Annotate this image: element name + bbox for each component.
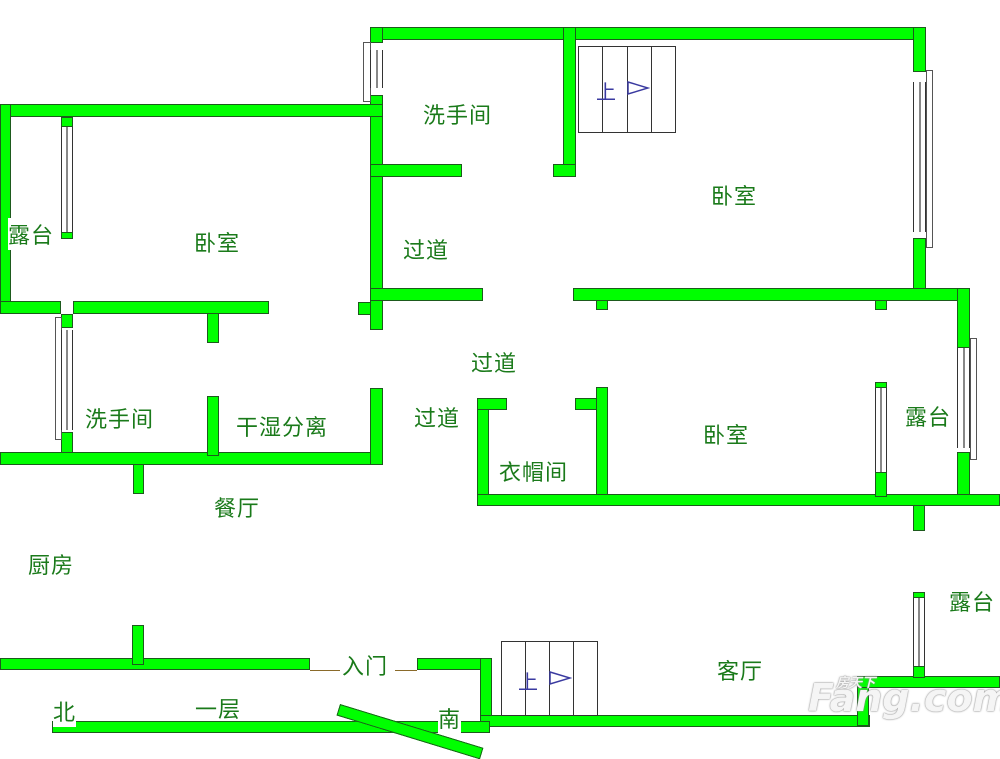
wall: [370, 164, 462, 177]
wall: [553, 164, 576, 177]
stair-up-label: 上: [518, 670, 538, 694]
stair-up-label: 上: [596, 80, 616, 104]
wall: [477, 398, 489, 506]
window-frame: [970, 338, 977, 460]
wall: [857, 676, 1000, 688]
window: [61, 127, 73, 232]
wall: [913, 666, 925, 678]
wall: [596, 300, 608, 310]
wall: [480, 658, 492, 718]
wall: [0, 301, 61, 314]
wall: [207, 313, 219, 343]
wall: [913, 592, 925, 598]
room-label-balcony-w: 露台: [8, 218, 55, 250]
stair-arrow-icon: [549, 670, 572, 686]
room-label-closet: 衣帽间: [499, 461, 569, 486]
wall: [0, 104, 383, 117]
window-frame: [926, 70, 933, 248]
wall: [61, 232, 73, 239]
wall: [370, 27, 383, 43]
wall: [61, 314, 73, 328]
room-label-corridor-2: 过道: [471, 352, 518, 377]
compass-south-label: 南: [438, 702, 462, 734]
watermark-sub: 房天下: [836, 676, 876, 691]
room-label-dry-wet: 干湿分离: [236, 416, 329, 441]
wall: [370, 288, 483, 301]
wall: [133, 464, 144, 494]
window: [370, 50, 383, 88]
room-label-bedroom-e: 卧室: [703, 424, 750, 449]
wall: [370, 27, 926, 40]
wall: [875, 472, 887, 497]
window: [875, 388, 887, 472]
window: [957, 348, 970, 448]
entrance-threshold: [395, 670, 417, 671]
room-label-kitchen: 厨房: [28, 554, 75, 579]
room-label-bedroom-nw: 卧室: [194, 232, 241, 257]
wall: [0, 104, 11, 314]
window: [913, 82, 926, 232]
window: [61, 330, 73, 430]
wall: [0, 658, 310, 670]
wall: [358, 302, 371, 315]
room-label-dining: 餐厅: [214, 497, 261, 522]
room-label-balcony-e: 露台: [905, 406, 952, 431]
wall: [913, 27, 926, 72]
wall: [61, 432, 73, 453]
wall: [370, 95, 383, 330]
room-label-bathroom-w: 洗手间: [85, 408, 155, 433]
room-label-bathroom-n: 洗手间: [423, 104, 493, 129]
window: [913, 598, 925, 666]
wall: [913, 238, 926, 298]
wall: [73, 301, 269, 314]
wall: [480, 715, 870, 727]
room-label-corridor-3: 过道: [414, 407, 461, 432]
watermark-brand: Fang.com: [808, 676, 1000, 720]
wall: [207, 396, 219, 456]
wall: [875, 300, 887, 310]
wall: [596, 387, 608, 505]
room-label-balcony-se: 露台: [949, 591, 996, 616]
wall: [417, 658, 492, 670]
wall: [477, 494, 1000, 506]
wall: [61, 117, 73, 127]
wall: [857, 676, 869, 726]
room-label-living: 客厅: [717, 660, 764, 685]
wall: [573, 288, 970, 301]
staircase-upper: [578, 46, 676, 133]
wall: [913, 505, 925, 531]
entrance-threshold: [310, 670, 340, 671]
wall: [132, 625, 144, 665]
wall: [563, 27, 576, 177]
room-label-corridor-1: 过道: [403, 239, 450, 264]
wall: [0, 452, 383, 465]
compass-north-label: 北: [53, 695, 77, 727]
stair-arrow-icon: [627, 80, 650, 96]
watermark-logo: 房天下 Fang.com: [808, 676, 1000, 720]
wall: [957, 288, 970, 348]
wall: [957, 452, 970, 505]
floor-label: 一层: [195, 698, 242, 723]
wall: [370, 388, 383, 465]
wall: [477, 398, 507, 410]
room-label-entrance: 入门: [342, 655, 389, 680]
wall: [875, 382, 887, 388]
room-label-bedroom-ne: 卧室: [711, 185, 758, 210]
